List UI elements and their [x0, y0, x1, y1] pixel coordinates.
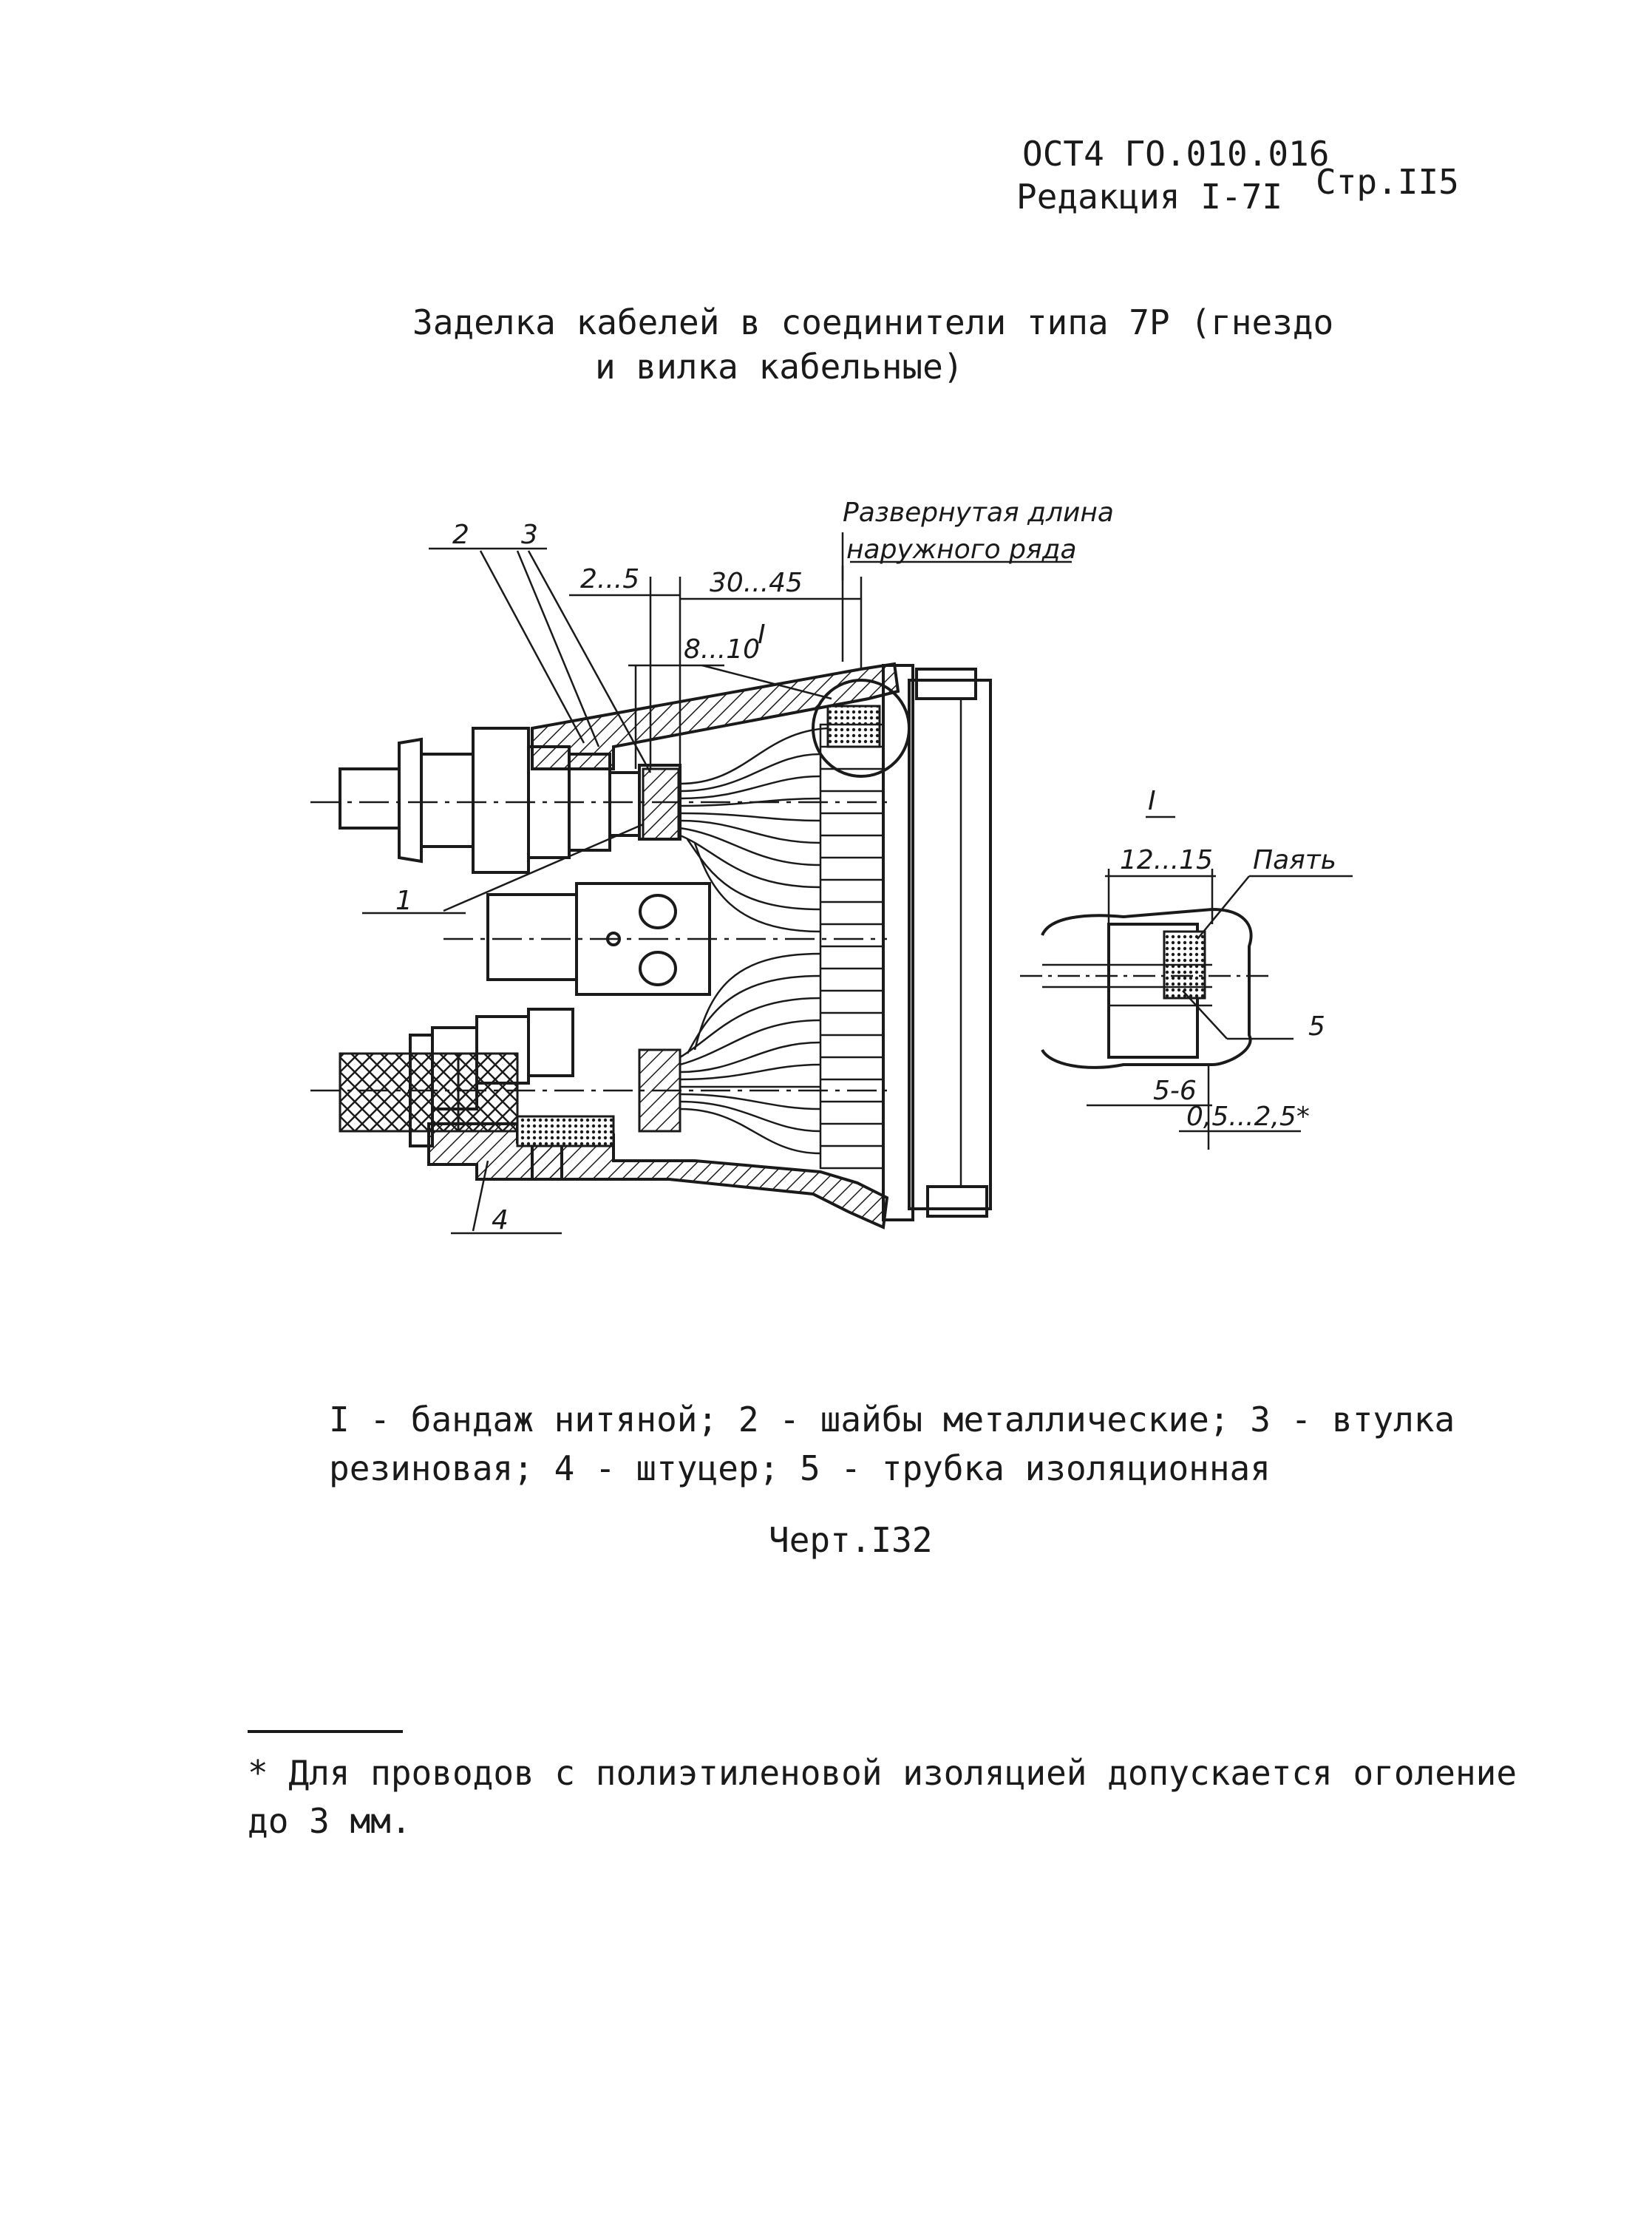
standard-number: ОСТ4 ГО.010.016: [1022, 134, 1330, 174]
callout-1: 1: [395, 886, 412, 916]
footnote-line2: до 3 мм.: [248, 1801, 412, 1841]
dimension-8-10: 8...10: [684, 634, 760, 665]
note-solder: Паять: [1253, 845, 1336, 875]
note-outer-row: наружного ряда: [846, 535, 1077, 565]
figure-caption: Черт.I32: [769, 1520, 933, 1560]
wire-bundle-top: [679, 727, 829, 933]
note-unfolded-length: Развернутая длина: [843, 498, 1114, 528]
dimension-12-15: 12...15: [1120, 845, 1213, 875]
drawing-title-line2: и вилка кабельные): [595, 347, 964, 387]
footnote-rule: [248, 1730, 403, 1733]
page-number: Стр.II5: [1316, 162, 1459, 202]
contact-pins: [819, 723, 885, 1170]
callout-3: 3: [521, 520, 538, 550]
dimension-5-6: 5-6: [1153, 1076, 1197, 1106]
dimension-30-45: 30...45: [710, 568, 803, 598]
drawing-title-line1: Заделка кабелей в соединители типа 7Р (г…: [412, 302, 1334, 342]
top-cable: [310, 727, 887, 874]
edition-label: Редакция I-7I: [1016, 177, 1283, 217]
wire-bundle-bottom: [679, 952, 821, 1155]
bottom-cable: [310, 1008, 887, 1181]
dimension-0-5-2-5: 0,5...2,5*: [1186, 1102, 1310, 1132]
housing-shell: [531, 662, 900, 1230]
footnote-line1: * Для проводов с полиэтиленовой изоляцие…: [248, 1753, 1517, 1793]
detail-view: [1020, 815, 1353, 1150]
dimension-2-5: 2...5: [580, 564, 639, 594]
callout-5: 5: [1308, 1011, 1325, 1042]
legend-line2: резиновая; 4 - штуцер; 5 - трубка изоляц…: [329, 1448, 1271, 1488]
center-plug: [443, 882, 887, 996]
callout-4: 4: [492, 1205, 509, 1235]
connector-flange: [882, 664, 992, 1221]
detail-ref-label: I: [758, 620, 766, 650]
dimension-lines: [569, 532, 1072, 769]
legend-line1: I - бандаж нитяной; 2 - шайбы металличес…: [329, 1400, 1455, 1439]
detail-circle: [812, 679, 911, 778]
callout-2: 2: [452, 520, 469, 550]
detail-view-label: I: [1148, 786, 1156, 816]
callout-leaders: [362, 547, 652, 1235]
